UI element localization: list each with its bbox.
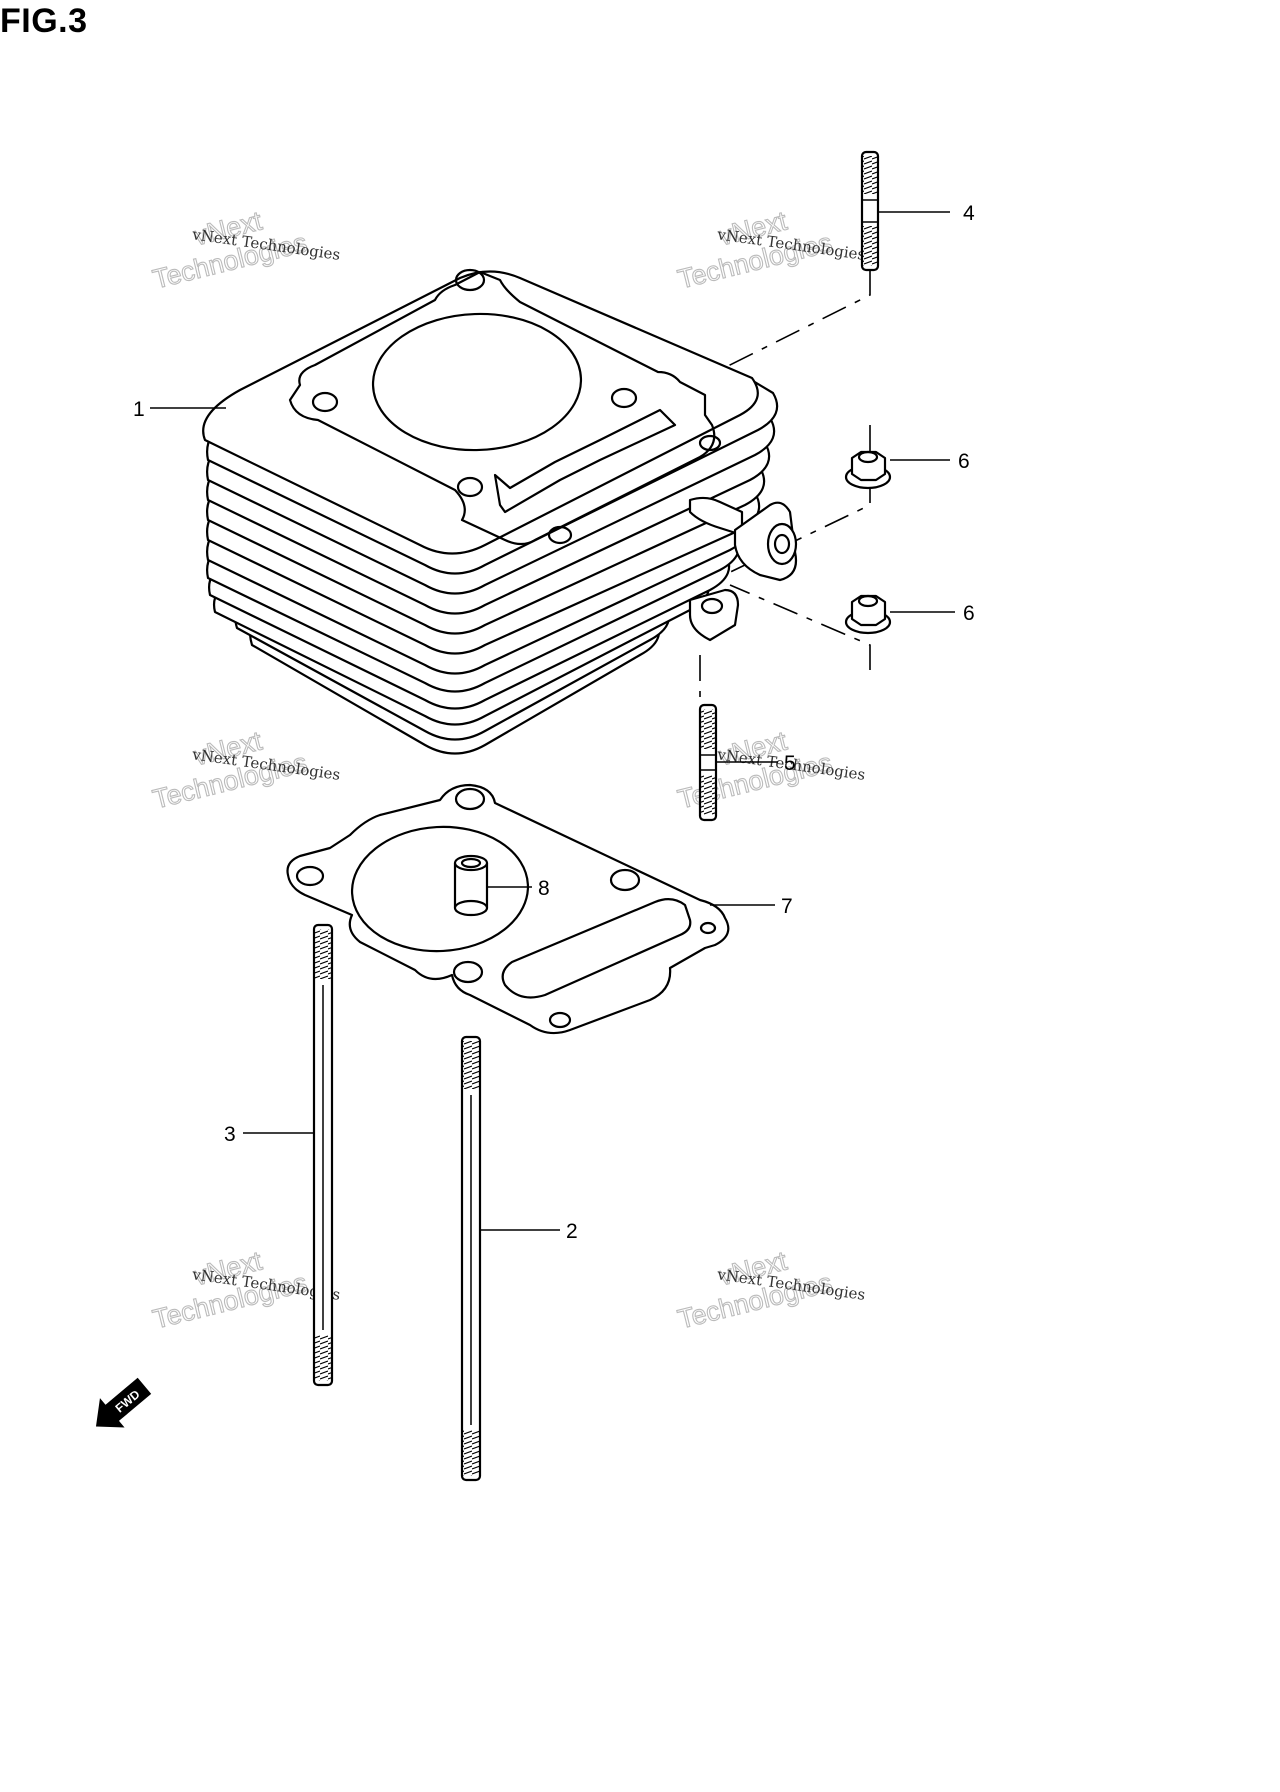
- cylinder: [202, 268, 798, 755]
- stud-bolt-3: [312, 923, 334, 1387]
- watermark: vNext Technologies vNext Technologies: [149, 1245, 341, 1335]
- callout-labels: 1 2 3 4 5 6 6 7 8: [133, 202, 975, 1243]
- callout-3: 3: [224, 1123, 236, 1146]
- stud-bolt-2: [460, 1035, 482, 1482]
- flange-nut-upper: [844, 450, 892, 490]
- figure-title: FIG.3: [0, 2, 88, 40]
- callout-1: 1: [133, 398, 145, 421]
- cylinder-bore: [371, 312, 583, 452]
- cylinder-gasket: [286, 783, 730, 1035]
- callout-7: 7: [781, 895, 793, 918]
- watermark: vNext Technologies vNext Technologies: [149, 725, 341, 815]
- cylinder-head-face: [288, 270, 716, 546]
- gasket-bore: [350, 825, 530, 953]
- leader-lines: [150, 211, 955, 1231]
- callout-2: 2: [566, 1220, 578, 1243]
- callout-8: 8: [538, 877, 550, 900]
- fwd-arrow-icon: FWD: [95, 1377, 152, 1428]
- callout-4: 4: [963, 202, 975, 225]
- callout-6-upper: 6: [958, 450, 970, 473]
- flange-nut-lower: [844, 594, 892, 635]
- stud-bolt-5: [698, 703, 718, 822]
- cylinder-top-deck: [202, 270, 759, 555]
- watermark: vNext Technologies vNext Technologies: [674, 1245, 866, 1335]
- callout-5: 5: [784, 752, 796, 775]
- callout-6-lower: 6: [963, 602, 975, 625]
- stud-bolt-4: [860, 150, 880, 272]
- dowel-pin: [453, 854, 489, 917]
- watermark: vNext Technologies vNext Technologies: [674, 205, 866, 295]
- watermark: vNext Technologies vNext Technologies: [149, 205, 341, 295]
